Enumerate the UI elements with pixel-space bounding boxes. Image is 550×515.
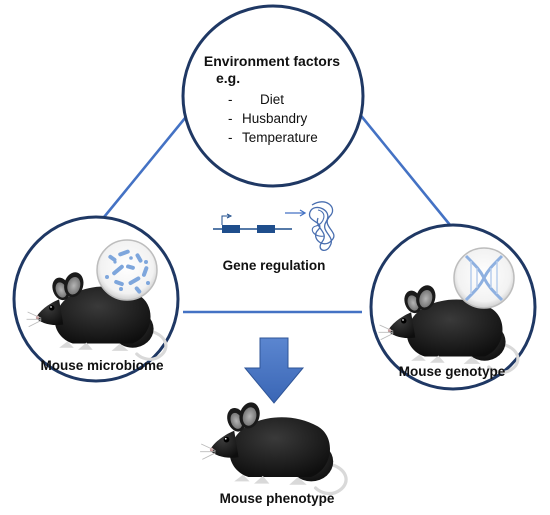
microbiome-node: Mouse microbiome [12, 215, 180, 383]
genotype-node: Mouse genotype [369, 223, 537, 391]
gene-regulation-label: Gene regulation [223, 258, 326, 273]
environment-item-husbandry: - Husbandry [228, 111, 308, 126]
connector-env-genotype [356, 111, 452, 226]
gene-regulation-icon [213, 201, 335, 251]
down-arrow-icon [243, 337, 305, 404]
mouse-icon [198, 398, 348, 496]
environment-title: Environment factors [204, 53, 340, 69]
phenotype-node: Mouse phenotype [198, 398, 348, 506]
environment-item-label: Diet [260, 92, 284, 107]
environment-node: Environment factors e.g. - Diet - Husban… [181, 4, 365, 188]
environment-item-diet: - Diet [228, 92, 284, 107]
bacteria-icon [96, 239, 158, 301]
environment-item-temperature: - Temperature [228, 130, 318, 145]
bullet: - [228, 92, 233, 107]
microbiome-label: Mouse microbiome [40, 358, 164, 373]
phenotype-label: Mouse phenotype [220, 491, 335, 506]
connector-env-microbiome [98, 111, 192, 223]
environment-item-label: Temperature [242, 130, 318, 145]
environment-eg: e.g. [216, 70, 240, 86]
bullet: - [228, 111, 233, 126]
genotype-label: Mouse genotype [399, 364, 506, 379]
dna-icon [453, 247, 515, 309]
environment-item-label: Husbandry [242, 111, 308, 126]
bullet: - [228, 130, 233, 145]
triangle-connectors [98, 111, 452, 314]
